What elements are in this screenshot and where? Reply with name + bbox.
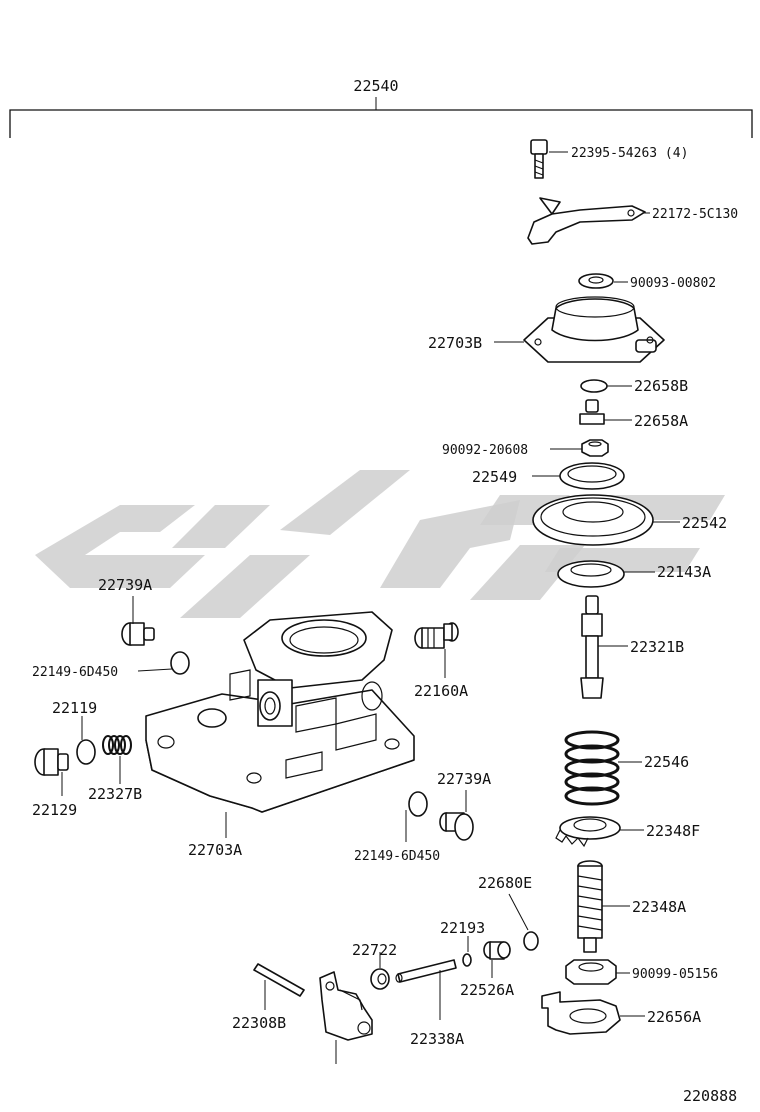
nut-part bbox=[581, 439, 609, 457]
label-screw-shaft: 22348A bbox=[632, 898, 686, 916]
label-plug-left-top: 22739A bbox=[98, 576, 152, 594]
label-union: 22160A bbox=[414, 682, 468, 700]
label-diaphragm: 22542 bbox=[682, 514, 727, 532]
label-roller: 22526A bbox=[460, 981, 514, 999]
shaft-part bbox=[580, 595, 604, 699]
label-pin: 22308B bbox=[232, 1014, 286, 1032]
collar-part bbox=[370, 968, 390, 990]
label-nut: 90092-20608 bbox=[442, 443, 528, 458]
label-fitting: 22658A bbox=[634, 412, 688, 430]
plug-right-part bbox=[439, 812, 474, 841]
label-spring-small: 22327B bbox=[88, 785, 142, 803]
gasket-right-part bbox=[408, 791, 428, 817]
bracket-part bbox=[527, 197, 646, 245]
lever-shaft-part bbox=[395, 959, 457, 983]
label-lever-shaft: 22338A bbox=[410, 1030, 464, 1048]
spring-small-part bbox=[102, 735, 132, 755]
clip-part bbox=[462, 953, 472, 967]
label-spring-main: 22546 bbox=[644, 753, 689, 771]
nut-bottom-part bbox=[565, 959, 617, 985]
bushing-part bbox=[523, 931, 539, 951]
bolt-part bbox=[530, 139, 548, 179]
plug-left-top-part bbox=[121, 622, 155, 646]
seat-part bbox=[557, 560, 625, 588]
label-gear: 22348F bbox=[646, 822, 700, 840]
roller-part bbox=[483, 941, 511, 960]
label-gasket-left-top: 22149-6D450 bbox=[32, 665, 118, 680]
assembly-bracket: 22540 bbox=[9, 77, 753, 138]
figure-number: 220888 bbox=[683, 1087, 737, 1105]
screw-shaft-part bbox=[577, 860, 603, 953]
label-shaft: 22321B bbox=[630, 638, 684, 656]
label-housing: 22703A bbox=[188, 841, 242, 859]
label-nut-bottom: 90099-05156 bbox=[632, 967, 718, 982]
assembly-number: 22540 bbox=[353, 77, 398, 95]
cam-part bbox=[541, 991, 621, 1035]
label-gasket-right: 22149-6D450 bbox=[354, 849, 440, 864]
label-cam: 22656A bbox=[647, 1008, 701, 1026]
label-bracket: 22172-5C130 bbox=[652, 207, 738, 222]
label-plug-right: 22739A bbox=[437, 770, 491, 788]
label-bolt: 22395-54263 (4) bbox=[571, 146, 688, 161]
washer-left-part bbox=[76, 739, 96, 765]
label-washer-top: 90093-00802 bbox=[630, 276, 716, 291]
washer-top-part bbox=[578, 273, 614, 289]
label-o-ring: 22658B bbox=[634, 377, 688, 395]
housing-part bbox=[145, 611, 415, 813]
label-seat: 22143A bbox=[657, 563, 711, 581]
label-retainer: 22549 bbox=[472, 468, 517, 486]
retainer-part bbox=[559, 462, 625, 490]
union-part bbox=[414, 622, 459, 649]
lever-part bbox=[319, 971, 373, 1041]
diaphragm-part bbox=[532, 494, 654, 546]
label-washer-left: 22119 bbox=[52, 699, 97, 717]
gasket-left-top-part bbox=[170, 651, 190, 675]
label-diaphragm-cover: 22703B bbox=[428, 334, 482, 352]
label-collar: 22722 bbox=[352, 941, 397, 959]
watermark-logo bbox=[35, 470, 725, 618]
label-bushing: 22680E bbox=[478, 874, 532, 892]
plug-left-part bbox=[34, 748, 69, 776]
diaphragm-cover-part bbox=[523, 296, 665, 363]
label-clip: 22193 bbox=[440, 919, 485, 937]
gear-part bbox=[555, 816, 621, 848]
spring-main-part bbox=[564, 730, 620, 806]
o-ring-part bbox=[580, 379, 608, 393]
fitting-part bbox=[579, 399, 605, 425]
label-plug-left: 22129 bbox=[32, 801, 77, 819]
pin-part bbox=[253, 963, 305, 997]
